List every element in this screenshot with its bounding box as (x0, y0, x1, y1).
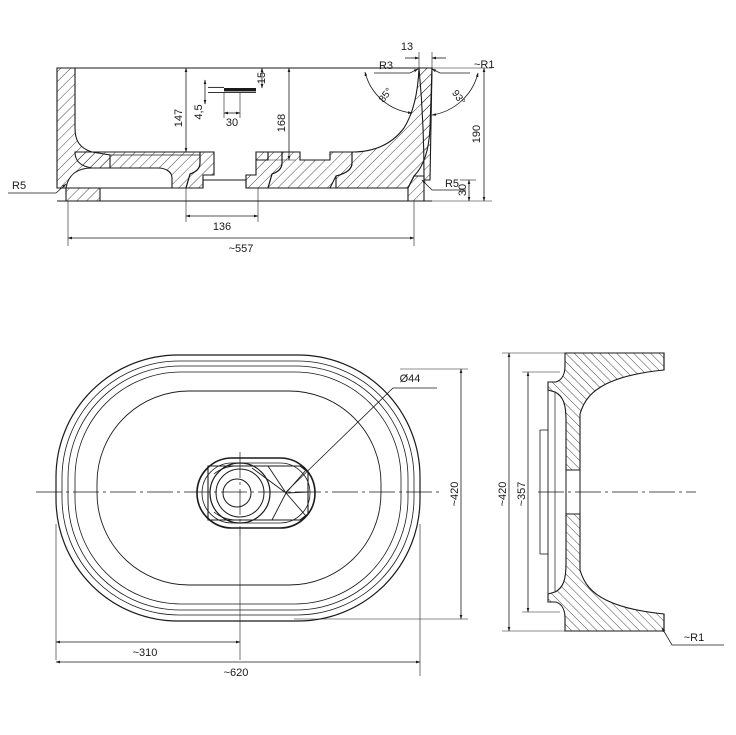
dimension-310: ~310 (55, 524, 241, 660)
dimension-136: 136 (185, 188, 259, 233)
plan-outline-1 (55, 354, 421, 622)
dimension-side-357: ~357 (516, 371, 560, 613)
left-foot-section (65, 187, 101, 202)
drain-slot-top (213, 465, 239, 475)
side-upper-section (547, 352, 665, 471)
plan-outline-3 (67, 365, 409, 611)
plan-view: Ø44 ~420 ~310 ~620 (36, 354, 468, 679)
dimension-147-label: 147 (173, 109, 185, 127)
dimension-557: ~557 (67, 201, 415, 255)
dimension-190: 190 (424, 67, 492, 202)
plan-basin-inner (96, 390, 382, 586)
callout-side-r1: ~R1 (661, 627, 724, 646)
overflow-slot (224, 88, 256, 92)
callout-r5-left: R5 (8, 180, 67, 194)
dimension-plan-420: ~420 (294, 368, 468, 620)
dimension-136-label: 136 (213, 221, 231, 233)
callout-r5-left-label: R5 (12, 180, 26, 192)
overflow-chamber-box (207, 465, 309, 521)
dimension-13-label: 13 (401, 41, 413, 53)
dimension-side-420: ~420 (497, 352, 566, 632)
side-section-view: ~420 ~357 ~R1 (497, 352, 724, 646)
callout-r3-label: R3 (379, 60, 393, 72)
callout-r5-right: R5 (421, 178, 466, 191)
callout-r5-right-label: R5 (445, 178, 459, 190)
dimension-168: 168 (268, 67, 296, 161)
dimension-side-357-label: ~357 (516, 482, 528, 507)
dimension-plan-420-label: ~420 (449, 482, 461, 507)
dimension-557-label: ~557 (229, 243, 254, 255)
dimension-620: ~620 (55, 524, 421, 679)
dimension-168-label: 168 (276, 114, 288, 132)
drain-outer-stadium (196, 457, 316, 529)
dimension-620-label: ~620 (224, 667, 249, 679)
drain-inner-stadium (201, 462, 311, 524)
drain-slot-bottom (213, 511, 239, 521)
dimension-15: 15 (256, 67, 268, 89)
dimension-310-label: ~310 (133, 647, 158, 659)
dimension-30-center-label: 30 (226, 117, 238, 129)
plan-outline-2 (61, 360, 415, 616)
overflow-fan-lines (251, 465, 309, 521)
front-section-view: 15 4,5 30 147 168 (8, 41, 495, 255)
callout-side-r1-label: ~R1 (684, 632, 705, 644)
center-boss-left (185, 151, 215, 189)
dimension-30-center: 30 (223, 93, 241, 129)
dimension-4-5-label: 4,5 (193, 104, 205, 119)
dimension-15-label: 15 (256, 72, 268, 84)
callout-dia44-label: Ø44 (400, 373, 421, 385)
side-lower-section (547, 513, 665, 632)
drain-assembly (196, 452, 316, 536)
plan-outline-4 (74, 371, 402, 605)
dimension-4-5: 4,5 (193, 79, 207, 120)
callout-dia44: Ø44 (285, 373, 437, 493)
dimension-190-label: 190 (471, 125, 483, 143)
dimension-13: 13 (401, 41, 446, 68)
front-section-geometry (56, 67, 433, 202)
dimension-147: 147 (173, 67, 188, 153)
dimension-side-420-label: ~420 (497, 482, 509, 507)
drain-ring-inner (222, 478, 252, 508)
